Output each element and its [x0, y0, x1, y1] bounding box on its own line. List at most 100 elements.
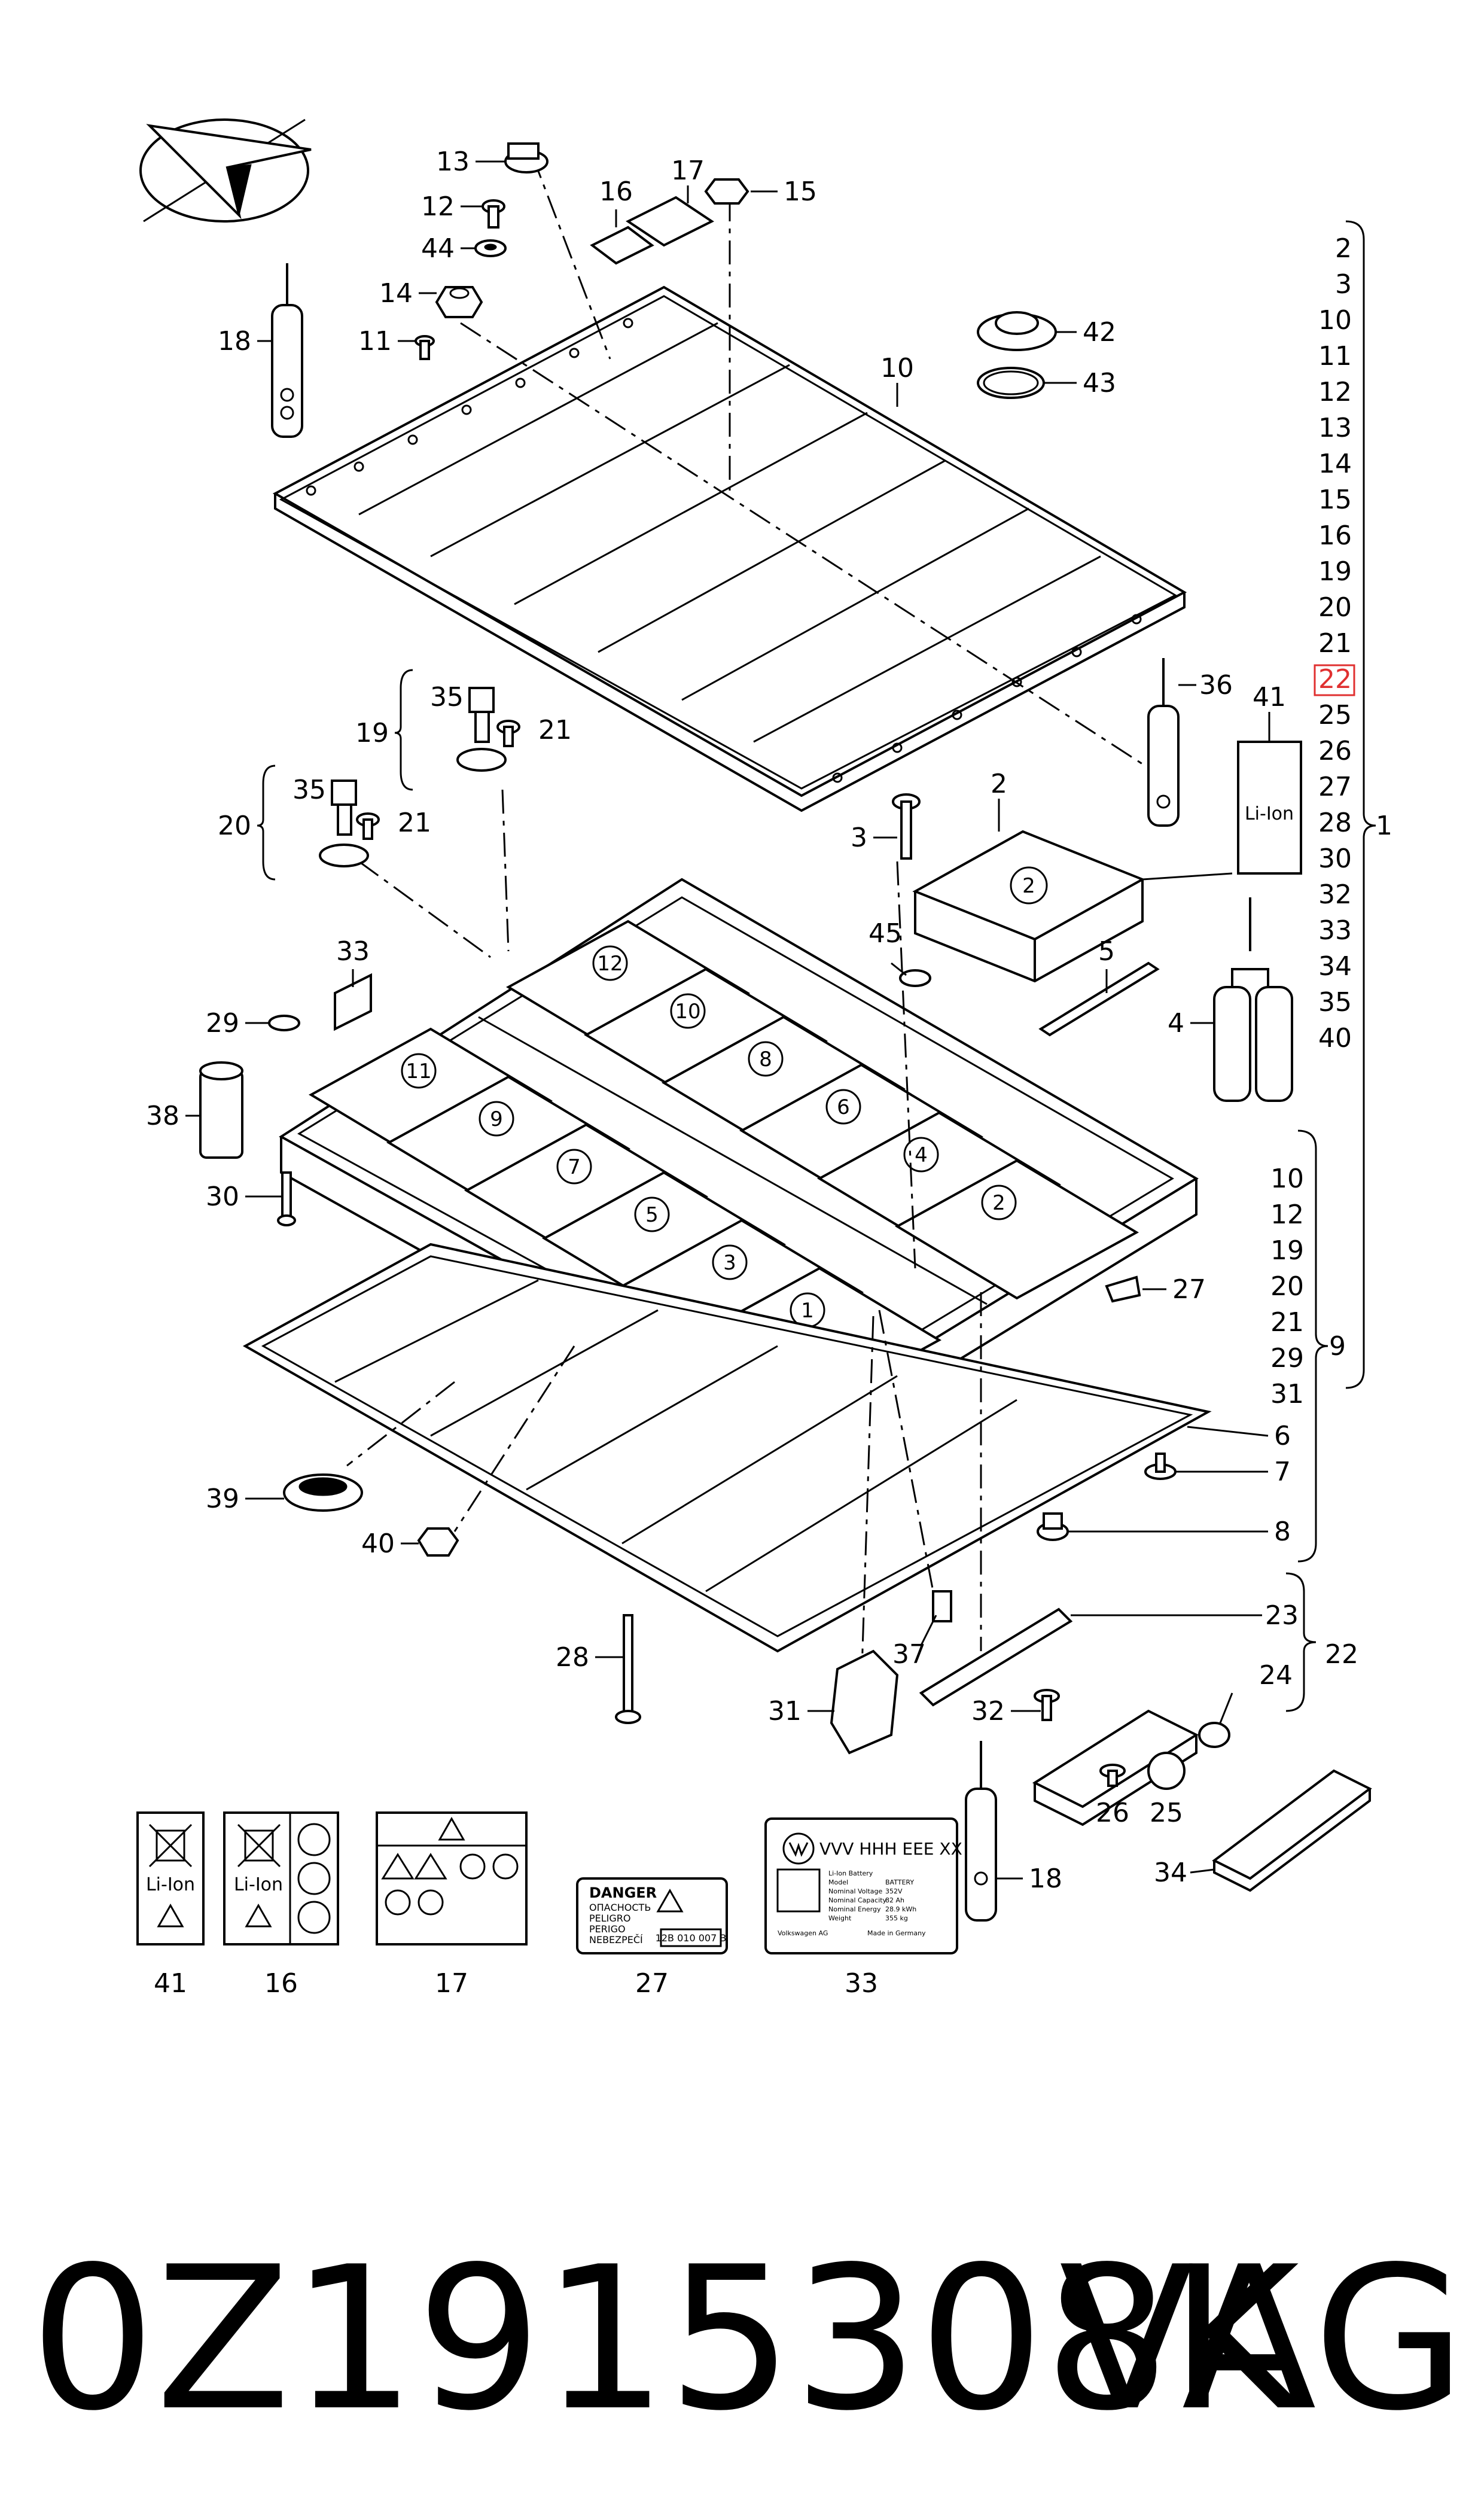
- group-item-highlighted[interactable]: 22: [1318, 664, 1352, 695]
- group-item: 20: [1270, 1271, 1304, 1302]
- group-item: 25: [1318, 700, 1352, 730]
- callout-numbers: 13 12 44 14 11 18 16 17 15 10 42 43 35 1…: [146, 147, 1358, 1894]
- sealant-tube-36: [1147, 658, 1180, 827]
- plate-maker: Volkswagen AG: [778, 1929, 828, 1937]
- danger-title: DANGER: [589, 1884, 657, 1901]
- crossed-bin-icon: [148, 1823, 193, 1868]
- orientation-arrow-icon: [139, 118, 312, 223]
- group-label: 1: [1376, 811, 1392, 841]
- crossed-bin-icon: [237, 1823, 281, 1868]
- clip-13: [504, 142, 548, 173]
- callout: 27: [1172, 1274, 1206, 1305]
- label-27-detail: DANGER ОПАСНОСТЬ PELIGRO PERIGO NEBEZPEČ…: [576, 1877, 728, 1999]
- callout: 10: [880, 353, 914, 383]
- callout: 32: [971, 1696, 1005, 1727]
- callout: 41: [1253, 682, 1286, 713]
- screw-37: [932, 1590, 952, 1622]
- strip-5: [1038, 961, 1160, 1037]
- label-17-detail: 17: [376, 1811, 528, 1999]
- top-cover-10: [272, 285, 1187, 812]
- nut-40: [417, 1527, 459, 1557]
- brand-name: VAG: [1059, 2224, 1466, 2454]
- bolt-11: [415, 335, 435, 360]
- plate-value: 352V: [885, 1887, 903, 1895]
- group-item: 12: [1270, 1199, 1304, 1230]
- group-item: 10: [1270, 1164, 1304, 1194]
- prohibition-icons: [297, 1823, 331, 1934]
- group-item: 27: [1318, 772, 1352, 802]
- callout: 35: [430, 682, 464, 713]
- bolt-12: [482, 199, 505, 229]
- danger-code: 12B 010 007 B: [656, 1932, 727, 1944]
- highlight-box: [1314, 664, 1355, 696]
- group-1-list: 1 2 3 10 11 12 13 14 15 16 19 20 21 22 2…: [1314, 233, 1392, 1054]
- group-9-list: 9 10 12 19 20 21 29 31: [1270, 1164, 1346, 1409]
- sealant-tube-18-lower: [965, 1741, 997, 1922]
- plate-value: 82 Ah: [885, 1896, 904, 1904]
- battery-module: 2: [894, 1159, 1139, 1300]
- warning-icon: [656, 1888, 684, 1913]
- group-item: 13: [1318, 413, 1352, 443]
- group-item: 30: [1318, 844, 1352, 874]
- label-number: 16: [264, 1968, 298, 1999]
- group-item: 14: [1318, 449, 1352, 479]
- nut-15: [704, 178, 749, 205]
- nut-8: [1037, 1512, 1069, 1541]
- module-number: 4: [915, 1143, 928, 1167]
- group-item: 12: [1318, 377, 1352, 407]
- bolt-32: [1034, 1689, 1060, 1721]
- plate-made-in: Made in Germany: [867, 1929, 926, 1937]
- washer-45: [899, 969, 931, 987]
- callout: 4: [1168, 1008, 1184, 1039]
- callout: 12: [421, 191, 455, 222]
- callout: 24: [1259, 1660, 1293, 1691]
- group-item: 34: [1318, 951, 1352, 982]
- mount-20: [319, 780, 380, 867]
- label-number: 33: [845, 1968, 878, 1999]
- callout: 37: [892, 1639, 926, 1670]
- label-33: [334, 973, 372, 1031]
- label-41-detail: Li-Ion 41: [136, 1811, 205, 1999]
- group-brackets: [257, 220, 1376, 1712]
- callout: 23: [1265, 1600, 1299, 1631]
- callout: 18: [218, 326, 251, 357]
- group-item: 33: [1318, 915, 1352, 946]
- group-item: 19: [1270, 1235, 1304, 1266]
- plate-line: Nominal Energy: [828, 1905, 881, 1913]
- label-33-detail: VVV HHH EEE XX Li-Ion Battery Model Nomi…: [764, 1817, 962, 1999]
- label-number: 41: [154, 1968, 187, 1999]
- callout: 29: [206, 1008, 239, 1039]
- group-item: 40: [1318, 1023, 1352, 1054]
- callout: 3: [851, 823, 867, 853]
- callout: 17: [671, 156, 705, 186]
- callout: 21: [398, 808, 431, 838]
- connector-31: [830, 1649, 899, 1755]
- callout: 26: [1096, 1798, 1129, 1828]
- callout: 39: [206, 1484, 239, 1514]
- callout: 20: [218, 811, 251, 841]
- group-item: 31: [1270, 1379, 1304, 1409]
- callout: 11: [358, 326, 392, 357]
- label-number: 27: [635, 1968, 669, 1999]
- vent-42: [977, 311, 1057, 351]
- callout: 38: [146, 1101, 179, 1131]
- cover-34: [1212, 1769, 1372, 1892]
- vw-logo-icon: [782, 1832, 815, 1865]
- callout: 36: [1199, 670, 1233, 701]
- callout: 44: [421, 233, 455, 264]
- module-number: 12: [597, 952, 623, 976]
- callout: 22: [1325, 1639, 1358, 1670]
- group-item: 21: [1270, 1307, 1304, 1338]
- callout: 25: [1150, 1798, 1183, 1828]
- callout: 40: [361, 1529, 395, 1559]
- label-41: Li-Ion: [1237, 741, 1302, 875]
- group-item: 2: [1335, 233, 1352, 264]
- callout: 16: [599, 176, 633, 207]
- leader-lines: [185, 160, 1270, 1880]
- plug-25: [1147, 1752, 1186, 1790]
- callout: 19: [355, 718, 389, 748]
- group-item: 16: [1318, 520, 1352, 551]
- plate-value: 355 kg: [885, 1914, 908, 1922]
- cap-24: [1198, 1722, 1230, 1748]
